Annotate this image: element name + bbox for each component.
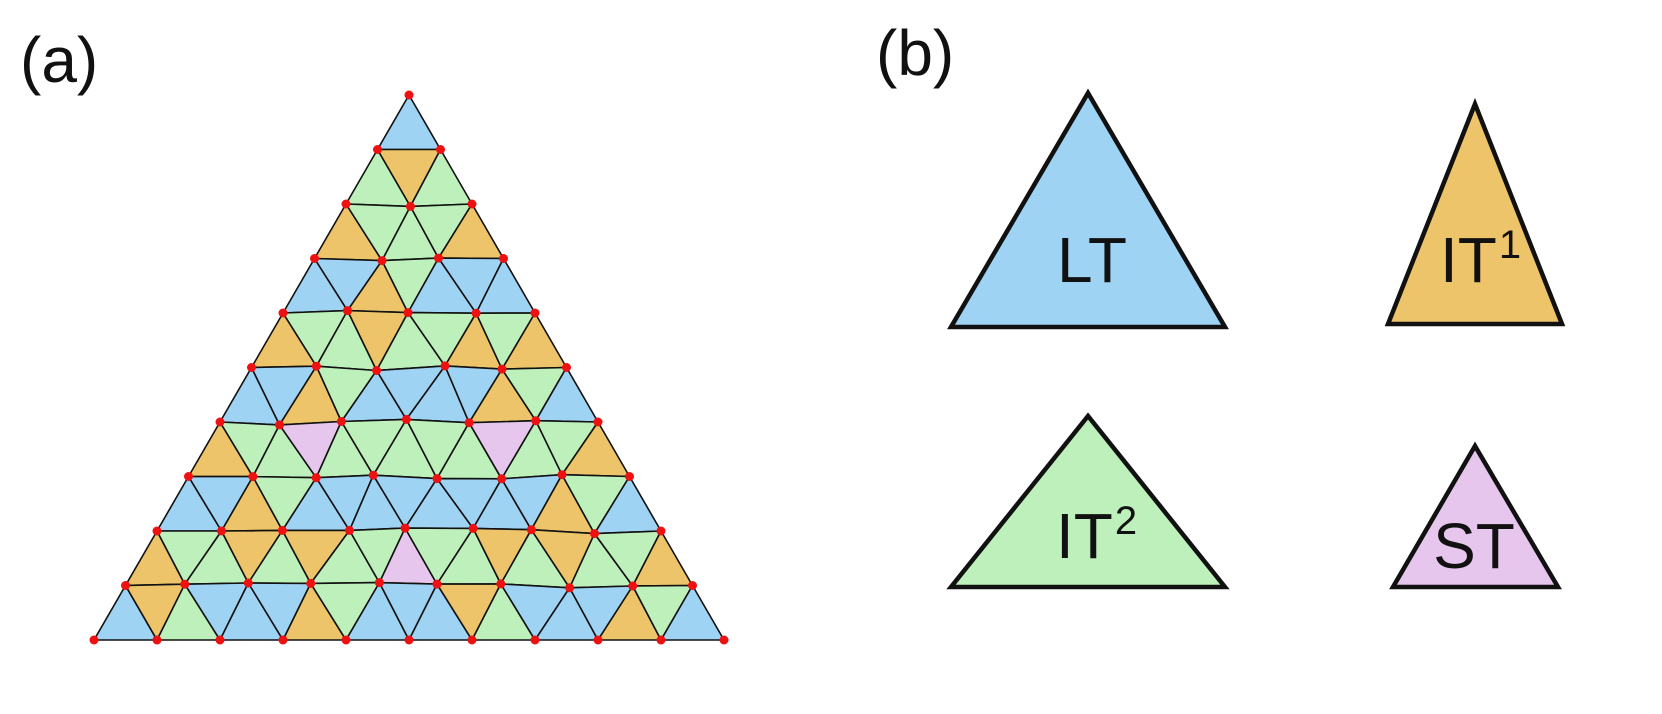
mesh-vertex <box>403 308 413 318</box>
panel-b-label: (b) <box>876 17 954 89</box>
mesh-vertex <box>278 308 288 318</box>
mesh-vertex <box>341 635 351 645</box>
panel-a-label: (a) <box>20 24 98 96</box>
mesh-vertices <box>89 90 729 645</box>
mesh-triangle-lt <box>660 584 725 641</box>
mesh-vertex <box>530 308 540 318</box>
triangle-type-legend: LT IT1 IT2 ST <box>946 88 1566 590</box>
mesh-vertex <box>404 90 414 100</box>
lt-swatch <box>947 88 1229 330</box>
mesh-vertex <box>656 635 666 645</box>
mesh-vertex <box>719 635 729 645</box>
it1-label-text: IT <box>1440 224 1497 296</box>
mesh-vertex <box>341 199 351 209</box>
mesh-vertex <box>243 578 253 588</box>
mesh-vertex <box>247 363 256 372</box>
mesh-vertex <box>440 361 450 371</box>
mesh-vertex <box>275 420 284 430</box>
mesh-vertex <box>688 581 697 590</box>
mesh-vertex <box>400 523 410 533</box>
mesh-vertex <box>215 417 225 427</box>
it1-label: IT1 <box>1440 223 1521 296</box>
mesh-vertex <box>531 416 541 426</box>
mesh-vertex <box>311 361 321 371</box>
mesh-vertex <box>152 526 162 536</box>
mesh-vertex <box>374 578 384 588</box>
it1-label-sup: 1 <box>1499 223 1521 267</box>
mesh-vertex <box>404 635 414 645</box>
mesh-vertex <box>405 201 415 211</box>
mesh-vertex <box>121 581 130 590</box>
mesh-vertex <box>497 364 507 374</box>
mesh-vertex <box>434 253 443 263</box>
mesh-vertex <box>432 474 442 484</box>
mesh-vertex <box>372 366 382 375</box>
mesh-vertex <box>311 473 321 483</box>
it2-label-text: IT <box>1056 500 1113 572</box>
legend-item-it1: IT1 <box>1384 97 1566 327</box>
mesh-vertex <box>471 308 481 318</box>
mesh-vertex <box>625 472 634 481</box>
mesh-vertex <box>152 635 162 645</box>
it2-label-sup: 2 <box>1115 499 1137 543</box>
mesh-vertex <box>530 635 540 645</box>
mesh-vertex <box>310 254 319 263</box>
mesh-vertex <box>373 145 382 154</box>
mesh-vertex <box>467 199 477 209</box>
mesh-vertex <box>278 635 288 645</box>
mesh-vertex <box>557 470 567 480</box>
mesh-vertex <box>248 472 258 482</box>
mesh-vertex <box>468 523 478 533</box>
mesh-vertex <box>562 363 571 372</box>
mesh-vertex <box>526 525 536 535</box>
mesh-vertex <box>215 635 225 645</box>
mesh-vertex <box>464 418 474 428</box>
legend-item-lt: LT <box>947 88 1229 330</box>
it2-swatch <box>946 412 1230 590</box>
st-swatch <box>1389 441 1562 590</box>
mesh-vertex <box>467 635 477 645</box>
it2-label: IT2 <box>1056 499 1137 572</box>
mesh-vertex <box>565 583 575 593</box>
mesh-vertex <box>368 470 378 480</box>
mesh-vertex <box>377 256 387 266</box>
mesh-vertex <box>436 145 445 154</box>
mesh-vertex <box>593 635 603 645</box>
mesh-vertex <box>306 578 316 588</box>
mesh-vertex <box>277 525 287 535</box>
mesh-vertex <box>432 579 442 589</box>
mesh-vertex <box>497 474 507 484</box>
st-label: ST <box>1433 510 1515 582</box>
legend-item-it2: IT2 <box>946 412 1230 590</box>
mesh-vertex <box>89 635 99 645</box>
mesh-vertex <box>343 306 352 316</box>
lt-label: LT <box>1057 224 1127 296</box>
mesh-triangle-lt <box>376 94 442 151</box>
mesh-vertex <box>180 579 190 589</box>
mesh-vertex <box>345 525 354 535</box>
mesh-vertex <box>336 417 346 426</box>
mesh-vertex <box>217 526 226 536</box>
mesh-vertex <box>593 417 603 427</box>
mesh-vertex <box>656 526 666 536</box>
mesh-vertex <box>184 472 193 481</box>
mesh-vertex <box>628 581 638 591</box>
mesh-faces <box>93 94 725 641</box>
mesh-vertex <box>401 414 411 424</box>
mesh-vertex <box>499 254 508 263</box>
triangular-mesh <box>89 90 729 645</box>
legend-item-st: ST <box>1389 441 1562 590</box>
mesh-vertex <box>496 579 506 589</box>
mesh-vertex <box>590 529 599 539</box>
it1-swatch <box>1384 97 1566 327</box>
